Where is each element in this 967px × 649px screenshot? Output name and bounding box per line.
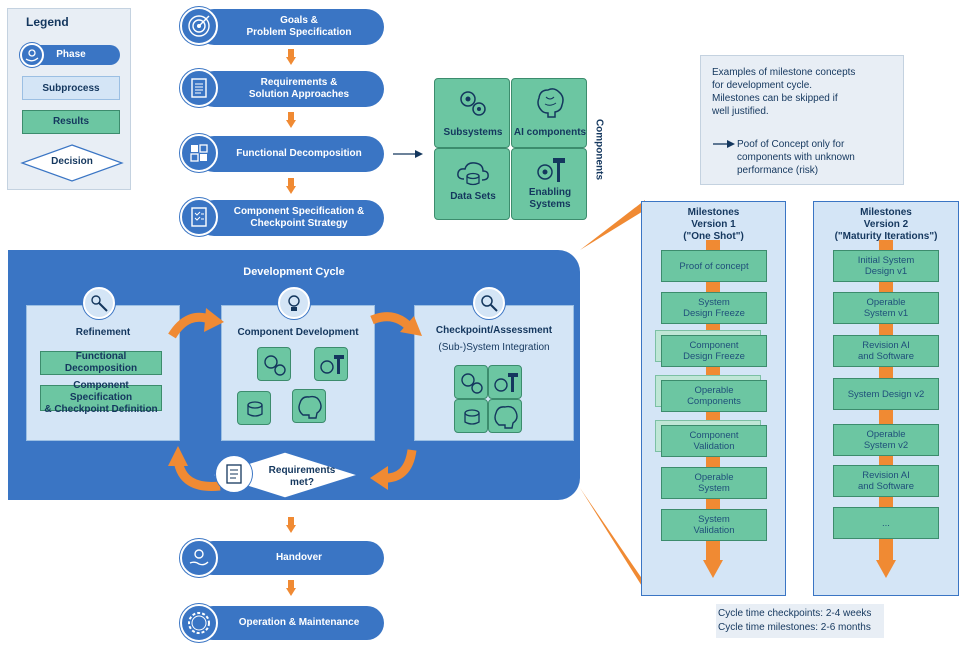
ms-v1-proof-of-concept: Proof of concept bbox=[661, 250, 767, 282]
ms-v2-system-design-v2: System Design v2 bbox=[833, 378, 939, 410]
lightbulb-gear-icon bbox=[278, 287, 310, 319]
arrow-down-3 bbox=[286, 178, 296, 194]
database-cloud-icon bbox=[457, 162, 489, 186]
phase-component-specification: Component Specification & Checkpoint Str… bbox=[196, 200, 384, 236]
ms-v1-system-validation: System Validation bbox=[661, 509, 767, 541]
milestone-note bbox=[700, 55, 904, 185]
note-arrow-text: Poof of Concept only for components with… bbox=[737, 139, 855, 176]
decision-label: Requirements met? bbox=[268, 465, 336, 488]
milestone-note-text: Examples of milestone concepts for devel… bbox=[712, 67, 856, 117]
ai-components-label: AI components bbox=[513, 127, 587, 138]
brain-icon bbox=[537, 88, 564, 118]
database-cloud-icon bbox=[464, 409, 480, 425]
ms-v1-component-validation: Component Validation bbox=[661, 425, 767, 457]
document-list-icon bbox=[180, 69, 218, 107]
legend-phase: Phase bbox=[22, 45, 120, 65]
cycle-time-checkpoints: Cycle time checkpoints: 2-4 weeks bbox=[718, 608, 872, 619]
dev-piece-gears bbox=[257, 347, 291, 381]
legend-results: Results bbox=[22, 110, 120, 134]
legend-subprocess: Subprocess bbox=[22, 76, 120, 100]
ms-v2-revision-ai-1: Revision AI and Software bbox=[833, 335, 939, 367]
ms-v1-operable-system: Operable System bbox=[661, 467, 767, 499]
phase-functional-decomposition: Functional Decomposition bbox=[196, 136, 384, 172]
component-enabling: Enabling Systems bbox=[511, 148, 587, 220]
component-development-title: Component Development bbox=[237, 327, 359, 338]
brain-icon bbox=[298, 395, 322, 419]
component-datasets: Data Sets bbox=[434, 148, 510, 220]
component-subsystems: Subsystems bbox=[434, 78, 510, 148]
checkpoint-title: Checkpoint/Assessment bbox=[435, 325, 553, 336]
phase-requirements: Requirements & Solution Approaches bbox=[196, 71, 384, 107]
brain-icon bbox=[494, 405, 518, 429]
legend: Legend Phase Subprocess Results Decision bbox=[7, 8, 131, 190]
checklist-icon bbox=[216, 456, 252, 492]
checkpoint-subtitle: (Sub-)System Integration bbox=[438, 342, 550, 353]
enabling-systems-label: Enabling Systems bbox=[528, 187, 572, 210]
database-cloud-icon bbox=[247, 401, 263, 417]
gears-icon bbox=[460, 91, 486, 116]
phase-operation-maintenance: Operation & Maintenance bbox=[196, 606, 384, 640]
refinement-result-spec: Component Specification & Checkpoint Def… bbox=[40, 380, 162, 415]
development-cycle-title: Development Cycle bbox=[243, 266, 345, 278]
hand-gear-icon bbox=[180, 539, 218, 577]
refinement-result-functional: Functional Decomposition bbox=[40, 351, 162, 375]
note-arrow-icon bbox=[713, 140, 735, 148]
dev-piece-tools bbox=[314, 347, 348, 381]
legend-title: Legend bbox=[26, 15, 69, 29]
component-ai: AI components bbox=[511, 78, 587, 148]
ms-v2-operable-system-v2: Operable System v2 bbox=[833, 424, 939, 456]
legend-phase-label: Phase bbox=[56, 49, 86, 60]
components-side-label: Components bbox=[593, 118, 605, 181]
ms-v1-system-design-freeze: System Design Freeze bbox=[661, 292, 767, 324]
arrow-down-4 bbox=[286, 517, 296, 533]
milestones-v1-title: Milestones Version 1 ("One Shot") bbox=[683, 207, 744, 242]
arrow-down-1 bbox=[286, 49, 296, 65]
gear-hammer-icon bbox=[537, 158, 565, 182]
gear-hammer-icon bbox=[494, 373, 518, 392]
legend-decision-label: Decision bbox=[51, 156, 93, 167]
gears-icon bbox=[461, 373, 483, 394]
ms-v1-component-design-freeze: Component Design Freeze bbox=[661, 335, 767, 367]
refinement-title: Refinement bbox=[75, 327, 131, 338]
cycle-arrows bbox=[168, 308, 422, 491]
arrow-down-5 bbox=[286, 580, 296, 596]
ms-v1-operable-components: Operable Components bbox=[661, 380, 767, 412]
gear-hammer-icon bbox=[320, 355, 344, 374]
cycle-time-milestones: Cycle time milestones: 2-6 months bbox=[718, 622, 871, 633]
cp-piece-data bbox=[454, 399, 488, 433]
milestones-v2-title: Milestones Version 2 ("Maturity Iteratio… bbox=[834, 207, 938, 242]
gear-24-7-icon bbox=[180, 604, 218, 642]
arrow-to-components bbox=[393, 150, 423, 158]
cp-piece-gears bbox=[454, 365, 488, 399]
ms-v2-operable-system-v1: Operable System v1 bbox=[833, 292, 939, 324]
subsystems-label: Subsystems bbox=[443, 127, 503, 138]
checklist-icon bbox=[180, 198, 218, 236]
milestone-connector bbox=[580, 200, 645, 591]
ms-v2-revision-ai-2: Revision AI and Software bbox=[833, 465, 939, 497]
dev-piece-data bbox=[237, 391, 271, 425]
cp-piece-ai bbox=[488, 399, 522, 433]
target-icon bbox=[180, 7, 218, 45]
datasets-label: Data Sets bbox=[450, 191, 496, 202]
puzzle-icon bbox=[180, 134, 218, 172]
cycle-time-box bbox=[716, 604, 884, 638]
cp-piece-tools bbox=[488, 365, 522, 399]
arrow-down-2 bbox=[286, 112, 296, 128]
legend-phase-icon bbox=[20, 43, 44, 67]
phase-goals: Goals & Problem Specification bbox=[196, 9, 384, 45]
ms-v2-initial-system-design: Initial System Design v1 bbox=[833, 250, 939, 282]
ms-v2-ellipsis: ... bbox=[833, 507, 939, 539]
wrench-gear-icon bbox=[83, 287, 115, 319]
gears-icon bbox=[264, 355, 286, 376]
magnifier-gear-icon bbox=[473, 287, 505, 319]
dev-piece-ai bbox=[292, 389, 326, 423]
legend-decision bbox=[20, 144, 124, 182]
phase-handover: Handover bbox=[196, 541, 384, 575]
